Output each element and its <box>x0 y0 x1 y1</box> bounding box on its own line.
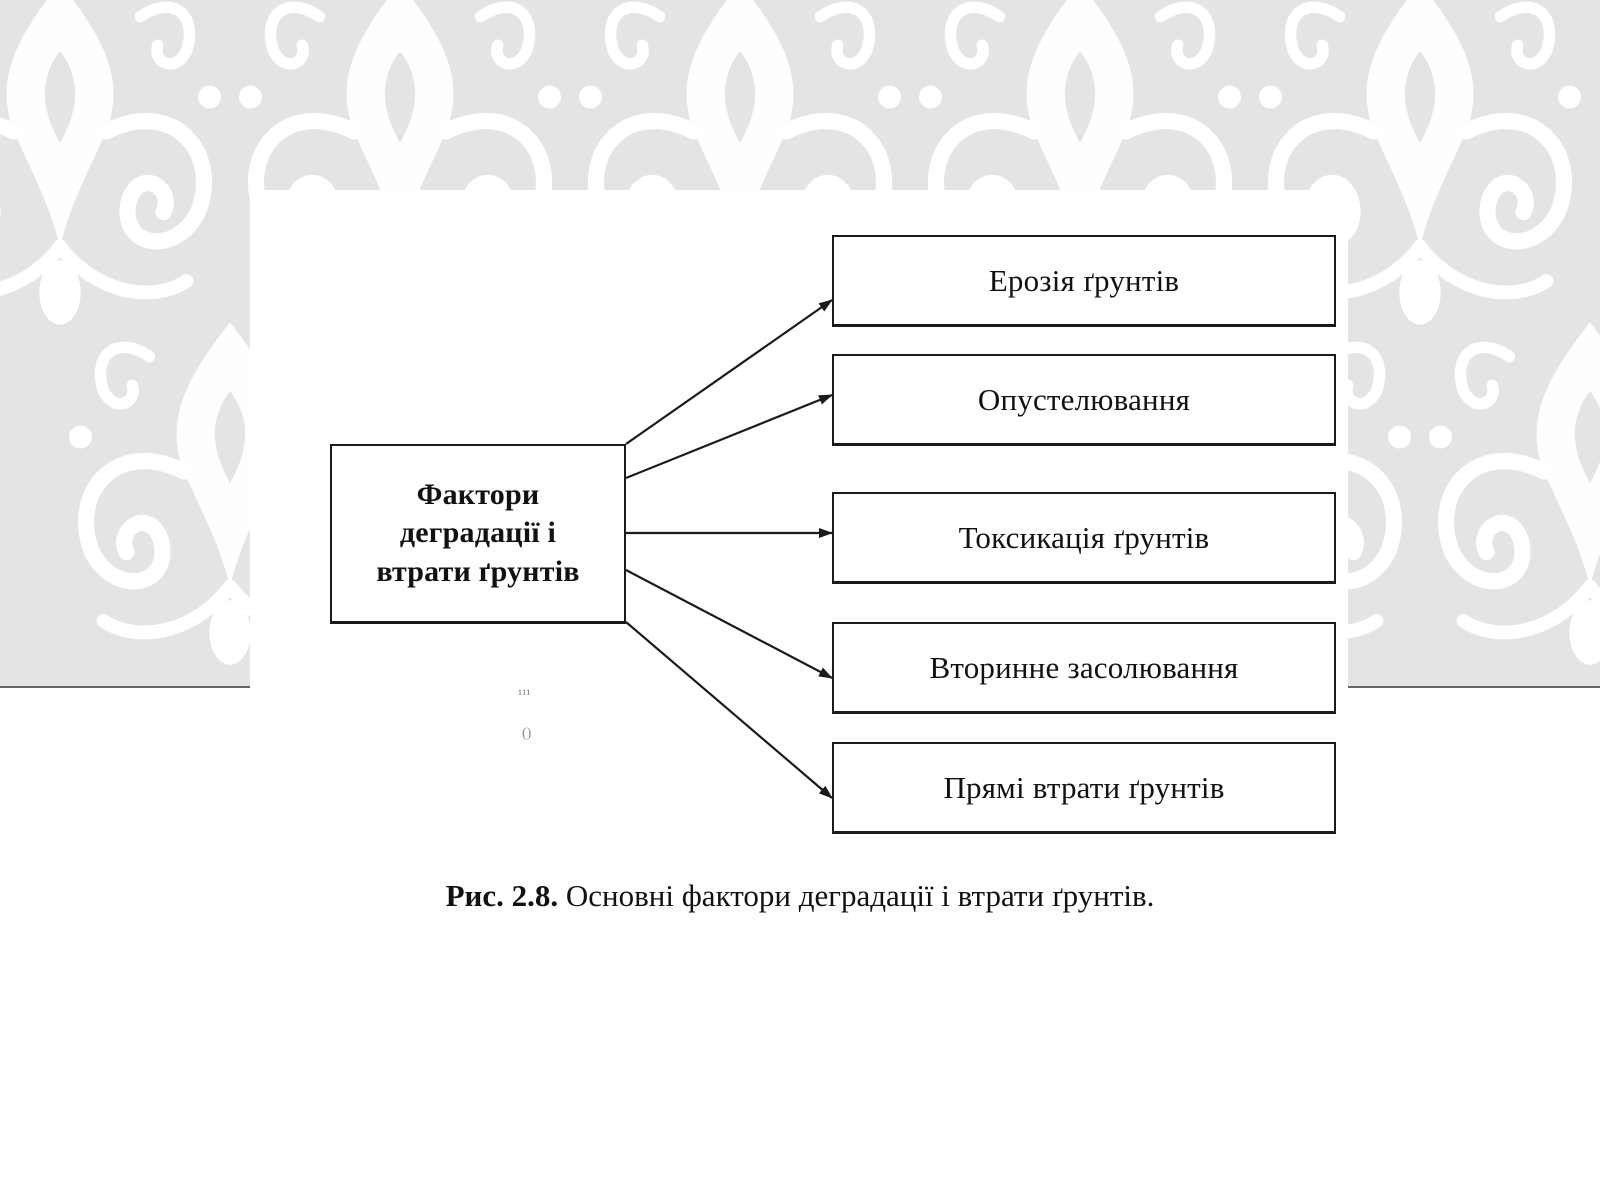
arrow-to-desertification <box>625 393 833 480</box>
target-box-salinization: Вторинне засолювання <box>832 622 1336 714</box>
connector-layer <box>625 299 833 538</box>
damask-motif <box>1429 322 1600 665</box>
damask-motif <box>0 0 221 325</box>
source-label-line: втрати ґрунтів <box>376 554 580 588</box>
source-box: Фактори деградації і втрати ґрунтів <box>330 444 626 624</box>
target-label: Опустелювання <box>977 381 1191 417</box>
figure-caption: Рис. 2.8. Основні фактори деградації і в… <box>0 878 1600 914</box>
source-label-line: деградації і <box>399 516 557 550</box>
source-label-line: Фактори <box>416 477 540 511</box>
scan-mark: () <box>522 726 532 741</box>
target-label: Ерозія ґрунтів <box>988 262 1180 298</box>
target-label: Вторинне засолювання <box>929 649 1239 685</box>
caption-number: Рис. 2.8. <box>445 878 559 913</box>
arrow-to-erosion <box>625 299 833 445</box>
target-label: Прямі втрати ґрунтів <box>943 769 1225 805</box>
source-label: Фактори деградації і втрати ґрунтів <box>376 476 579 591</box>
target-box-erosion: Ерозія ґрунтів <box>832 235 1336 327</box>
target-box-direct-losses: Прямі втрати ґрунтів <box>832 742 1336 834</box>
target-label: Токсикація ґрунтів <box>958 519 1210 555</box>
target-box-toxication: Токсикація ґрунтів <box>832 492 1336 584</box>
caption-text: Основні фактори деградації і втрати ґрун… <box>558 878 1155 913</box>
scan-mark: ¹¹¹ <box>518 688 531 703</box>
target-box-desertification: Опустелювання <box>832 354 1336 446</box>
